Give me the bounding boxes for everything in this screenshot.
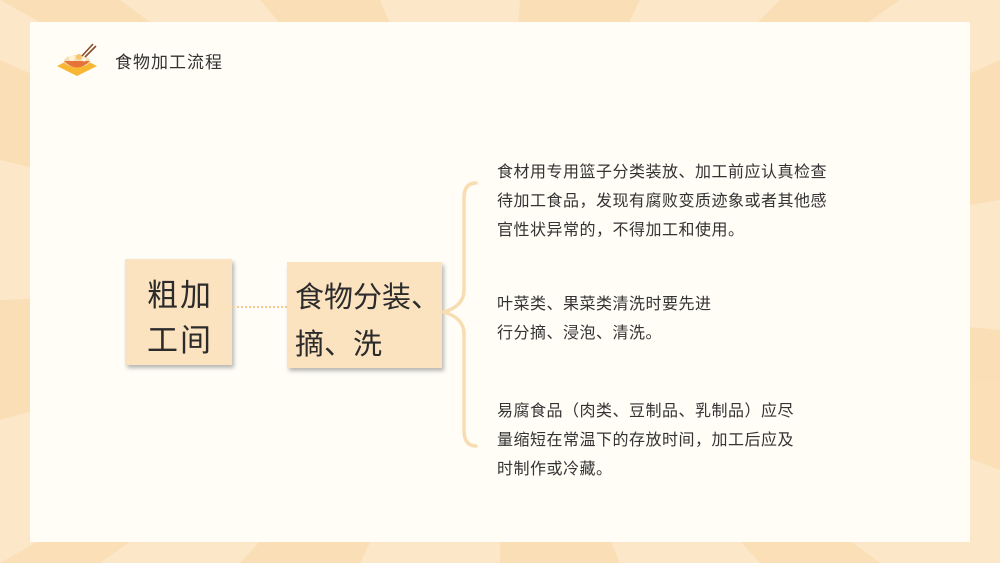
root-node-label-line-1: 粗加 [147, 278, 213, 314]
process-node-label-line-1: 食物分装、 [295, 280, 441, 314]
description-line: 叶菜类、果菜类清洗时要先进 [497, 294, 712, 313]
page-title: 食物加工流程 [115, 52, 223, 73]
description-item-3: 易腐食品（肉类、豆制品、乳制品）应尽 量缩短在常温下的存放时间，加工后应及 时制… [497, 396, 847, 483]
description-item-1: 食材用专用篮子分类装放、加工前应认真检查 待加工食品，发现有腐败变质迹象或者其他… [497, 157, 877, 244]
slide-header: 食物加工流程 [55, 42, 223, 78]
description-line: 待加工食品，发现有腐败变质迹象或者其他感 [497, 191, 828, 210]
food-bowl-chopsticks-icon [57, 43, 97, 76]
root-node-label-line-2: 工间 [147, 323, 213, 359]
description-line: 量缩短在常温下的存放时间，加工后应及 [497, 430, 795, 449]
branch-brace [440, 181, 478, 448]
process-node-box: 食物分装、 摘、洗 [287, 262, 442, 368]
description-line: 官性状异常的，不得加工和使用。 [497, 220, 745, 239]
description-item-2: 叶菜类、果菜类清洗时要先进 行分摘、浸泡、清洗。 [497, 289, 767, 347]
process-node-label-line-2: 摘、洗 [295, 327, 383, 361]
root-node-box: 粗加 工间 [125, 259, 232, 365]
dotted-connector [232, 306, 287, 308]
description-line: 时制作或冷藏。 [497, 459, 613, 478]
description-line: 食材用专用篮子分类装放、加工前应认真检查 [497, 162, 828, 181]
description-line: 易腐食品（肉类、豆制品、乳制品）应尽 [497, 401, 795, 420]
description-line: 行分摘、浸泡、清洗。 [497, 323, 663, 342]
